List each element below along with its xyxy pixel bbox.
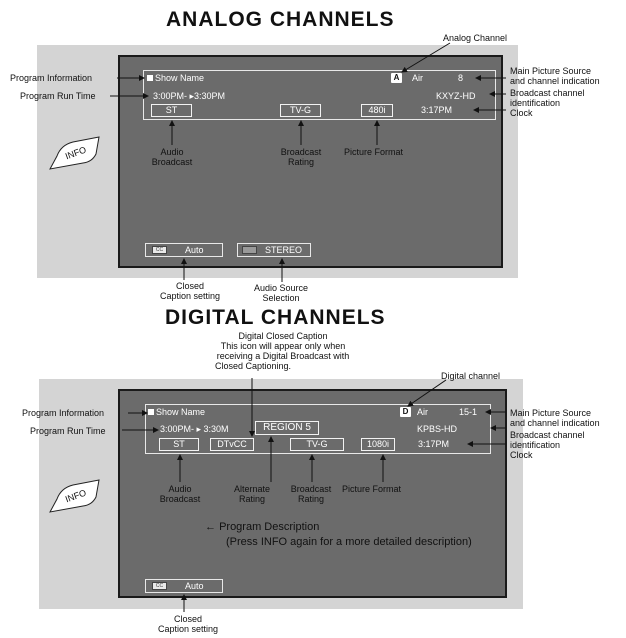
label-line: Selection (262, 293, 300, 303)
show-name-marker-icon (147, 75, 153, 81)
analog-format-box: 480i (361, 104, 393, 117)
label-line: Broadcast (151, 157, 193, 167)
program-description-text: Program Description (219, 521, 320, 533)
label-line: Rating (238, 494, 265, 504)
analog-callout-identification: identification (510, 98, 561, 108)
note-line: Closed Captioning. (215, 361, 292, 371)
analog-channel-number: 8 (458, 73, 464, 83)
analog-cc-bar (145, 243, 223, 257)
note-line: receiving a Digital Broadcast with (216, 351, 350, 361)
analog-channel-badge: A (391, 73, 402, 83)
analog-callout-run-time: Program Run Time (20, 91, 96, 101)
label-line: Rating (287, 157, 314, 167)
digital-audio-box: ST (159, 438, 199, 451)
analog-clock: 3:17PM (421, 105, 453, 115)
digital-press-info: (Press INFO again for a more detailed de… (226, 536, 472, 548)
label-line: Broadcast (280, 147, 322, 157)
digital-source: Air (417, 407, 428, 417)
left-arrow-icon: ← (205, 521, 216, 533)
analog-cc-value: Auto (185, 245, 204, 255)
note-line: Digital Closed Caption (238, 331, 328, 341)
analog-audio-source-value: STEREO (265, 245, 303, 255)
digital-clock: 3:17PM (418, 439, 450, 449)
analog-callout-analog-channel: Analog Channel (443, 33, 508, 43)
digital-show-name-text: Show Name (156, 407, 206, 417)
label-line: Broadcast (159, 494, 201, 504)
label-line: Audio Source (253, 283, 309, 293)
digital-rating-box: TV-G (290, 438, 344, 451)
analog-callout-clock: Clock (510, 108, 533, 118)
digital-callout-channel-indication: and channel indication (510, 418, 600, 428)
label-line: Broadcast (290, 484, 332, 494)
digital-show-name: Show Name (148, 407, 205, 418)
label-line: Alternate (233, 484, 271, 494)
digital-region-box: REGION 5 (255, 421, 319, 435)
digital-callout-run-time: Program Run Time (30, 426, 106, 436)
arrow-analog-channel (401, 42, 451, 73)
closed-caption-icon: CC (152, 246, 167, 254)
digital-run-time: 3:00PM- ▸ 3:30M (160, 424, 229, 434)
digital-format-box: 1080i (361, 438, 395, 451)
analog-rating-box: TV-G (280, 104, 321, 117)
digital-callout-picture-format: Picture Format (342, 484, 402, 494)
digital-cc-bar (145, 579, 223, 593)
analog-tv-screen (118, 55, 503, 268)
digital-info-button: INFO (47, 478, 103, 516)
closed-caption-icon: CC (152, 582, 167, 590)
analog-show-name: Show Name (147, 73, 204, 84)
label-line: Closed (173, 614, 202, 624)
digital-tv-screen (118, 389, 507, 598)
info-button-shape (49, 136, 100, 170)
audio-source-icon (242, 246, 257, 254)
analog-callout-program-info: Program Information (10, 73, 93, 83)
digital-callout-identification: identification (510, 440, 561, 450)
note-line: This icon will appear only when (220, 341, 346, 351)
digital-title: DIGITAL CHANNELS (165, 306, 386, 329)
analog-show-name-text: Show Name (155, 73, 205, 83)
digital-callout-broadcast-channel: Broadcast channel (510, 430, 585, 440)
label-line: Audio (168, 484, 192, 494)
analog-station-id: KXYZ-HD (436, 91, 476, 101)
show-name-marker-icon (148, 409, 154, 415)
digital-cc-value: Auto (185, 581, 204, 591)
analog-source: Air (412, 73, 423, 83)
label-line: Caption setting (157, 624, 219, 634)
label-line: Caption setting (159, 291, 221, 301)
digital-dtvcc-box: DTvCC (210, 438, 254, 451)
digital-callout-digital-channel: Digital channel (441, 371, 501, 381)
arrow-digital-channel (407, 379, 447, 407)
label-line: Rating (297, 494, 324, 504)
digital-channel-number: 15-1 (459, 407, 478, 417)
analog-run-time: 3:00PM- ▸3:30PM (153, 91, 226, 101)
digital-dcc-note: Digital Closed Caption This icon will ap… (208, 331, 358, 371)
digital-station-id: KPBS-HD (417, 424, 458, 434)
analog-callout-main-source: Main Picture Source (510, 66, 592, 76)
digital-program-description: ← Program Description (205, 521, 319, 534)
analog-info-button: INFO (47, 135, 103, 173)
analog-title: ANALOG CHANNELS (166, 8, 395, 31)
digital-callout-clock: Clock (510, 450, 533, 460)
analog-callout-broadcast-channel: Broadcast channel (510, 88, 585, 98)
analog-callout-picture-format: Picture Format (344, 147, 404, 157)
label-line: Audio (160, 147, 184, 157)
analog-audio-box: ST (151, 104, 192, 117)
digital-callout-main-source: Main Picture Source (510, 408, 592, 418)
analog-audio-source-bar (237, 243, 311, 257)
label-line: Closed (175, 281, 204, 291)
digital-channel-badge: D (400, 407, 411, 417)
info-button-shape (49, 479, 100, 513)
digital-callout-program-info: Program Information (22, 408, 105, 418)
analog-callout-channel-indication: and channel indication (510, 76, 600, 86)
